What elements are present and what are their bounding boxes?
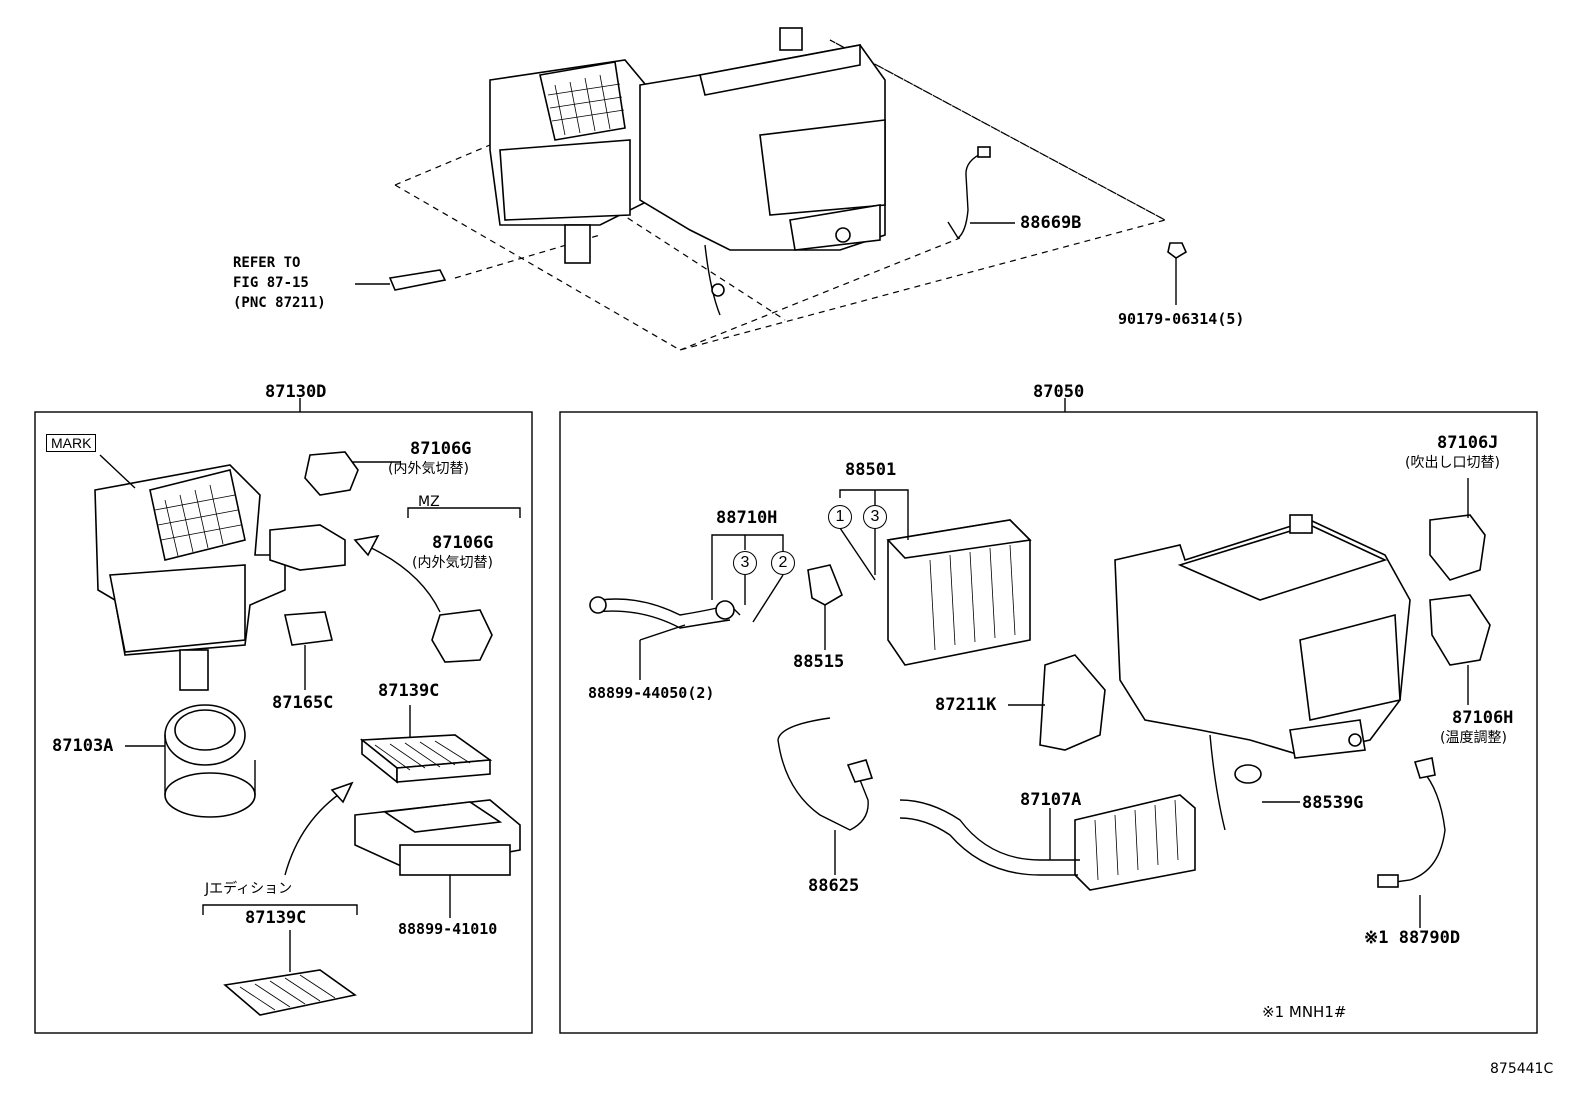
part-label-88625[interactable]: 88625 bbox=[808, 876, 860, 896]
part-label-87165c[interactable]: 87165C bbox=[272, 693, 334, 713]
part-sub-87106g-top: (内外気切替) bbox=[388, 461, 469, 477]
part-label-90179-06314[interactable]: 90179-06314(5) bbox=[1118, 310, 1245, 328]
right-panel-drawings bbox=[589, 478, 1491, 928]
part-label-87106g-top[interactable]: 87106G bbox=[410, 439, 472, 459]
part-label-87139c-j[interactable]: 87139C bbox=[245, 908, 307, 928]
left-panel-frame bbox=[34, 411, 533, 1034]
part-label-87106g-mz[interactable]: 87106G bbox=[432, 533, 494, 553]
part-label-88790d[interactable]: ※1 88790D bbox=[1364, 928, 1461, 948]
part-label-87211k[interactable]: 87211K bbox=[935, 695, 997, 715]
circle-ref-tube-2: 2 bbox=[771, 551, 795, 575]
part-label-87103a[interactable]: 87103A bbox=[52, 736, 114, 756]
part-label-88899-44050[interactable]: 88899-44050(2) bbox=[588, 684, 715, 702]
j-edition-tag: Jエディション bbox=[205, 881, 293, 897]
part-sub-87106g-mz: (内外気切替) bbox=[412, 555, 493, 571]
part-label-87106h[interactable]: 87106H bbox=[1452, 708, 1514, 728]
circle-ref-tube-3: 3 bbox=[733, 551, 757, 575]
left-panel-drawings bbox=[94, 451, 521, 1016]
part-sub-87106j: (吹出し口切替) bbox=[1405, 455, 1500, 471]
part-label-87139c[interactable]: 87139C bbox=[378, 681, 440, 701]
right-panel-frame bbox=[559, 411, 1538, 1034]
part-label-88501[interactable]: 88501 bbox=[845, 460, 897, 480]
part-label-87106j[interactable]: 87106J bbox=[1437, 433, 1499, 453]
mark-tag: MARK bbox=[46, 434, 97, 452]
part-label-88899-41010[interactable]: 88899-41010 bbox=[398, 920, 498, 938]
footnote: ※1 MNH1# bbox=[1262, 1003, 1347, 1021]
part-label-88539g[interactable]: 88539G bbox=[1302, 793, 1364, 813]
part-label-88710h[interactable]: 88710H bbox=[716, 508, 778, 528]
part-label-88669b[interactable]: 88669B bbox=[1020, 213, 1082, 233]
part-label-88515[interactable]: 88515 bbox=[793, 652, 845, 672]
part-sub-87106h: (温度調整) bbox=[1440, 730, 1507, 746]
top-hvac-assembly-drawing bbox=[355, 27, 1188, 351]
circle-ref-3: 3 bbox=[863, 505, 887, 529]
assembly-label-87050[interactable]: 87050 bbox=[1033, 382, 1085, 402]
refer-to-note: REFER TO FIG 87-15 (PNC 87211) bbox=[233, 255, 326, 311]
assembly-label-87130d[interactable]: 87130D bbox=[265, 382, 327, 402]
figure-id: 875441C bbox=[1490, 1061, 1554, 1077]
circle-ref-1: 1 bbox=[828, 505, 852, 529]
mz-tag: MZ bbox=[418, 494, 440, 510]
part-label-87107a[interactable]: 87107A bbox=[1020, 790, 1082, 810]
